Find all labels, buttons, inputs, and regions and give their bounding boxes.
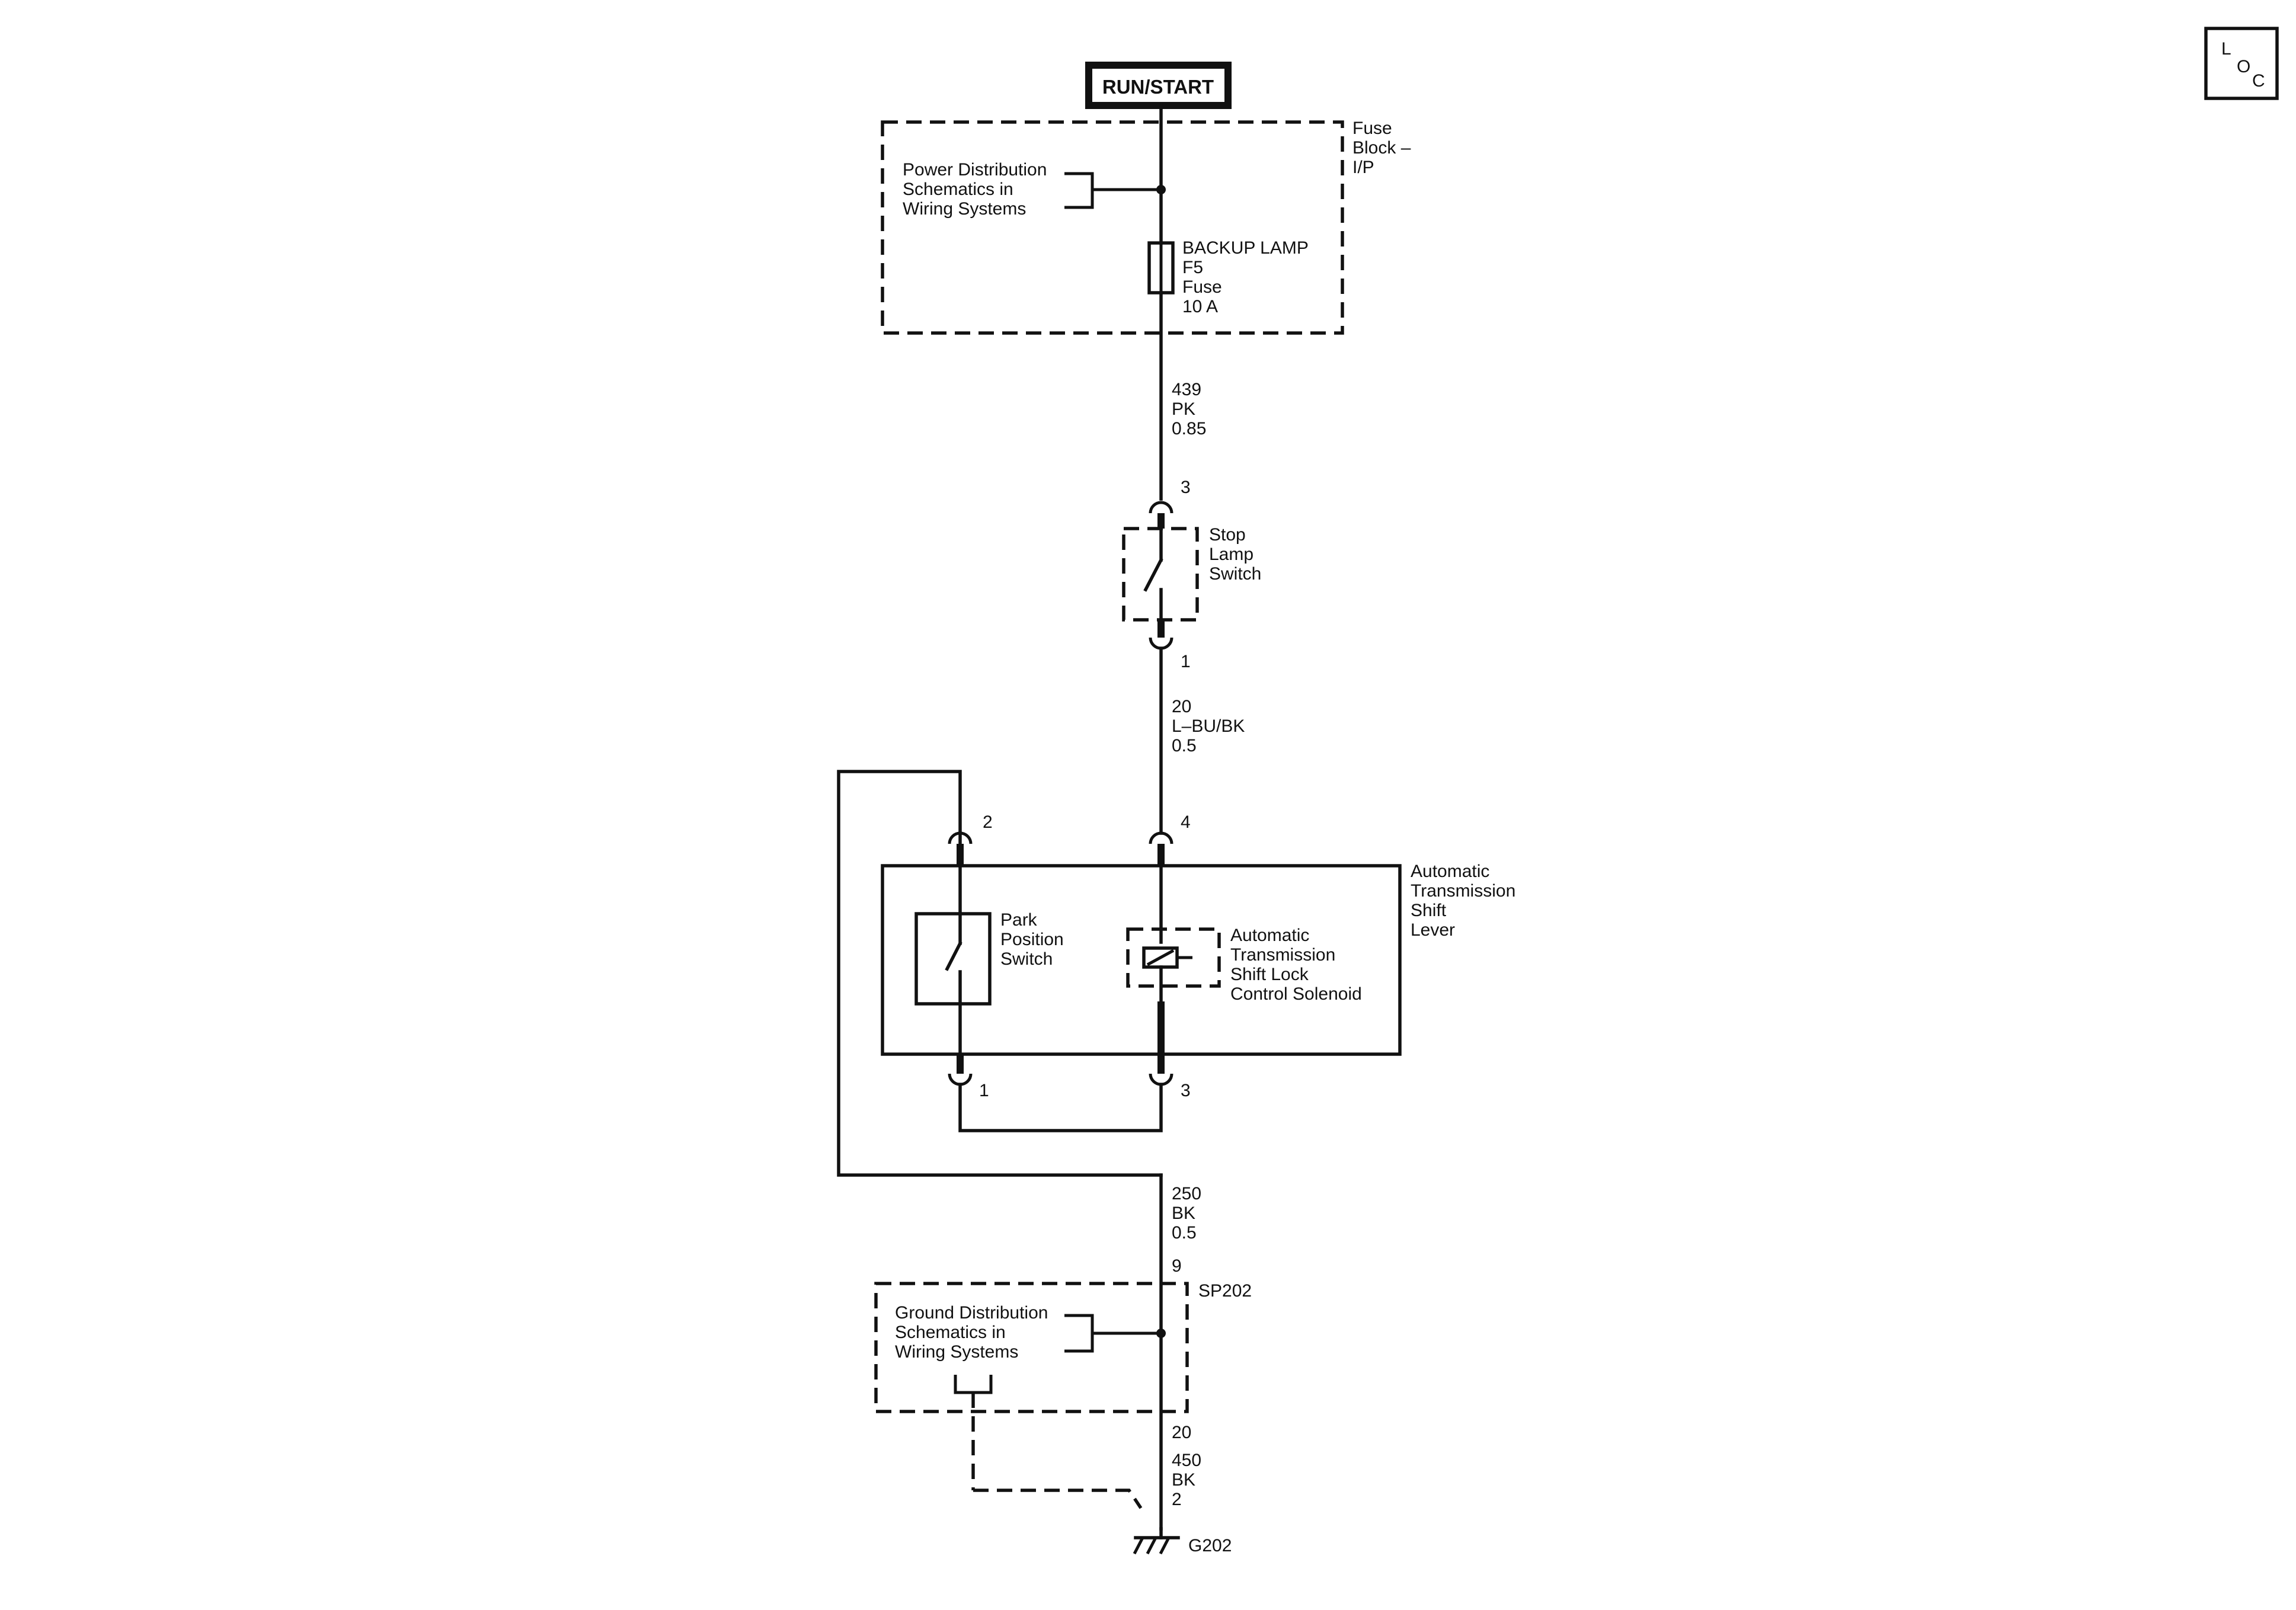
ground-g202: G202 <box>1133 1527 1232 1555</box>
park-position-switch: Park Position Switch <box>914 864 1069 1056</box>
fuse-label: BACKUP LAMP F5 Fuse 10 A <box>1182 238 1313 316</box>
loc-o: O <box>2237 57 2250 76</box>
connector-arc <box>1149 831 1173 844</box>
run-start-source: RUN/START <box>1085 62 1232 109</box>
wire-park-loop <box>837 770 1163 1177</box>
ground-g202-label: G202 <box>1188 1536 1232 1555</box>
fuse-block-outline <box>881 120 1344 335</box>
splice-pin-9: 9 <box>1172 1256 1182 1276</box>
backup-lamp-fuse: BACKUP LAMP F5 Fuse 10 A <box>1147 238 1313 316</box>
splice-dot <box>1156 1329 1166 1338</box>
splice-sp202-outline <box>874 1282 1189 1413</box>
splice-pin-20: 20 <box>1172 1423 1191 1442</box>
ground-distribution-label: Ground Distribution Schematics in Wiring… <box>895 1303 1053 1362</box>
shift-lever-label: Automatic Transmission Shift Lever <box>1411 862 1521 940</box>
loc-l: L <box>2221 39 2231 59</box>
splice-dot <box>1156 185 1166 194</box>
stop-lamp-switch: 3 1 Stop Lamp Switch <box>1122 478 1261 671</box>
shift-lock-solenoid: Automatic Transmission Shift Lock Contro… <box>1126 864 1362 1054</box>
run-start-label: RUN/START <box>1102 76 1214 98</box>
stop-switch-pin-3: 3 <box>1181 478 1191 497</box>
park-pin-1: 1 <box>979 1081 989 1100</box>
power-distribution-reference: Power Distribution Schematics in Wiring … <box>903 160 1166 219</box>
fuse-block-label: Fuse Block – I/P <box>1352 119 1416 177</box>
stop-lamp-switch-label: Stop Lamp Switch <box>1209 525 1261 584</box>
wire-jumper-1-3 <box>958 1083 1163 1132</box>
wire-250-label: 250 BK 0.5 <box>1172 1184 1206 1243</box>
shift-lever-outline <box>881 864 1402 1056</box>
wire-450-label: 450 BK 2 <box>1172 1451 1206 1509</box>
solenoid-label: Automatic Transmission Shift Lock Contro… <box>1230 926 1362 1004</box>
wire-439-label: 439 PK 0.85 <box>1172 380 1206 438</box>
loc-c: C <box>2252 71 2265 91</box>
park-switch-label: Park Position Switch <box>1000 910 1069 969</box>
wire-20-label: 20 L–BU/BK 0.5 <box>1172 697 1250 756</box>
splice-sp202-label: SP202 <box>1198 1281 1252 1301</box>
stop-switch-pin-1: 1 <box>1181 652 1191 671</box>
connector-arc <box>1149 501 1173 514</box>
solenoid-pin-3: 3 <box>1181 1081 1191 1100</box>
solenoid-pin-4: 4 <box>1181 812 1191 832</box>
park-pin-2: 2 <box>983 812 993 832</box>
power-distribution-label: Power Distribution Schematics in Wiring … <box>903 160 1052 219</box>
loc-badge: L O C <box>2204 27 2279 100</box>
ground-distribution-reference: Ground Distribution Schematics in Wiring… <box>895 1303 1166 1509</box>
